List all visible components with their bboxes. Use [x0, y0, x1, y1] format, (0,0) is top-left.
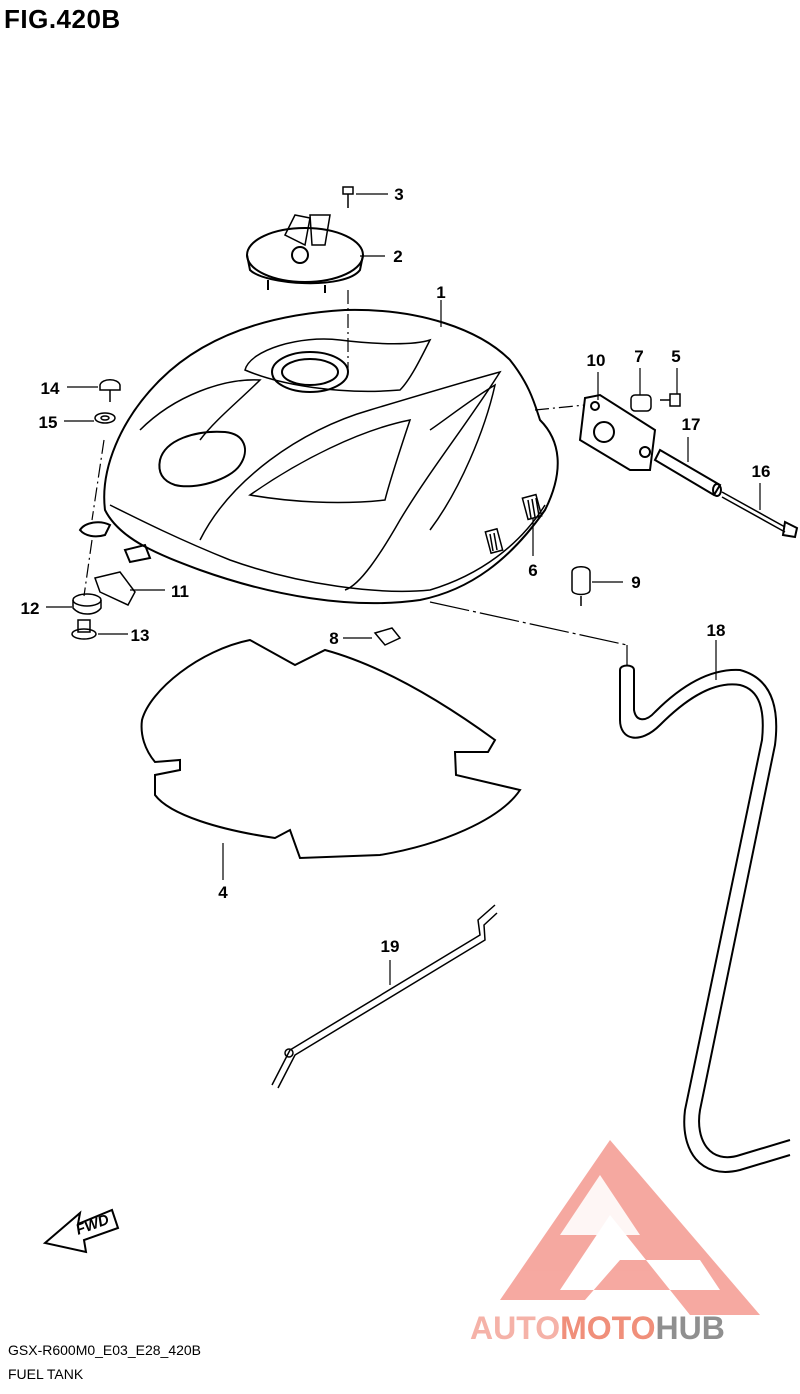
callout-17: 17: [682, 415, 701, 434]
callout-7: 7: [634, 347, 643, 366]
callout-3: 3: [394, 185, 403, 204]
cushion-part-11[interactable]: [94, 571, 136, 606]
callout-6: 6: [528, 561, 537, 580]
watermark-hub: HUB: [655, 1310, 725, 1346]
callout-labels: 1 2 3 4 5 6 7 8 9 10 11 12 13 14 15 16 1…: [21, 185, 771, 956]
part-9-cushion[interactable]: [571, 566, 591, 606]
bolt-part-5[interactable]: [660, 393, 681, 407]
long-bolt-part[interactable]: [721, 491, 799, 539]
callout-19: 19: [381, 937, 400, 956]
watermark-logo-icon: [500, 1140, 760, 1315]
fuel-tank-part[interactable]: [78, 308, 559, 605]
callout-2: 2: [393, 247, 402, 266]
cushion-part-12[interactable]: [72, 593, 102, 615]
callout-4: 4: [218, 883, 228, 902]
callout-15: 15: [39, 413, 58, 432]
callout-5: 5: [671, 347, 680, 366]
figure-title: FIG.420B: [4, 4, 121, 34]
tank-vent-grille-part[interactable]: [484, 493, 543, 555]
collar-pipe-part[interactable]: [653, 448, 722, 497]
collar-part-13[interactable]: [71, 619, 97, 640]
tank-bracket-part[interactable]: [578, 393, 657, 471]
leader-lines: [46, 193, 761, 985]
callout-14: 14: [41, 379, 60, 398]
watermark-wordmark: AUTOMOTOHUB: [470, 1310, 725, 1347]
cap-bolt-part[interactable]: [342, 186, 354, 208]
breather-hose-part[interactable]: [619, 664, 791, 1173]
cushion-part-8[interactable]: [373, 627, 402, 646]
callout-16: 16: [752, 462, 771, 481]
callout-18: 18: [707, 621, 726, 640]
callout-11: 11: [171, 582, 189, 601]
stay-rod-part[interactable]: [271, 904, 498, 1089]
callout-1: 1: [436, 283, 445, 302]
callout-12: 12: [21, 599, 40, 618]
fuel-cap-part[interactable]: [246, 214, 364, 293]
watermark-moto: MOTO: [560, 1310, 656, 1346]
washer-part-15[interactable]: [94, 412, 116, 424]
bolt-part-14[interactable]: [99, 379, 121, 402]
diagram-name: FUEL TANK: [8, 1366, 84, 1382]
callout-13: 13: [131, 626, 150, 645]
callout-10: 10: [587, 351, 606, 370]
callout-9: 9: [631, 573, 640, 592]
fwd-direction-arrow-icon: FWD: [42, 1208, 120, 1254]
damper-part-7[interactable]: [630, 394, 652, 412]
callout-8: 8: [329, 629, 338, 648]
diagram-code: GSX-R600M0_E03_E28_420B: [8, 1342, 202, 1358]
tank-seal-part[interactable]: [140, 638, 522, 860]
watermark-auto: AUTO: [470, 1310, 561, 1346]
